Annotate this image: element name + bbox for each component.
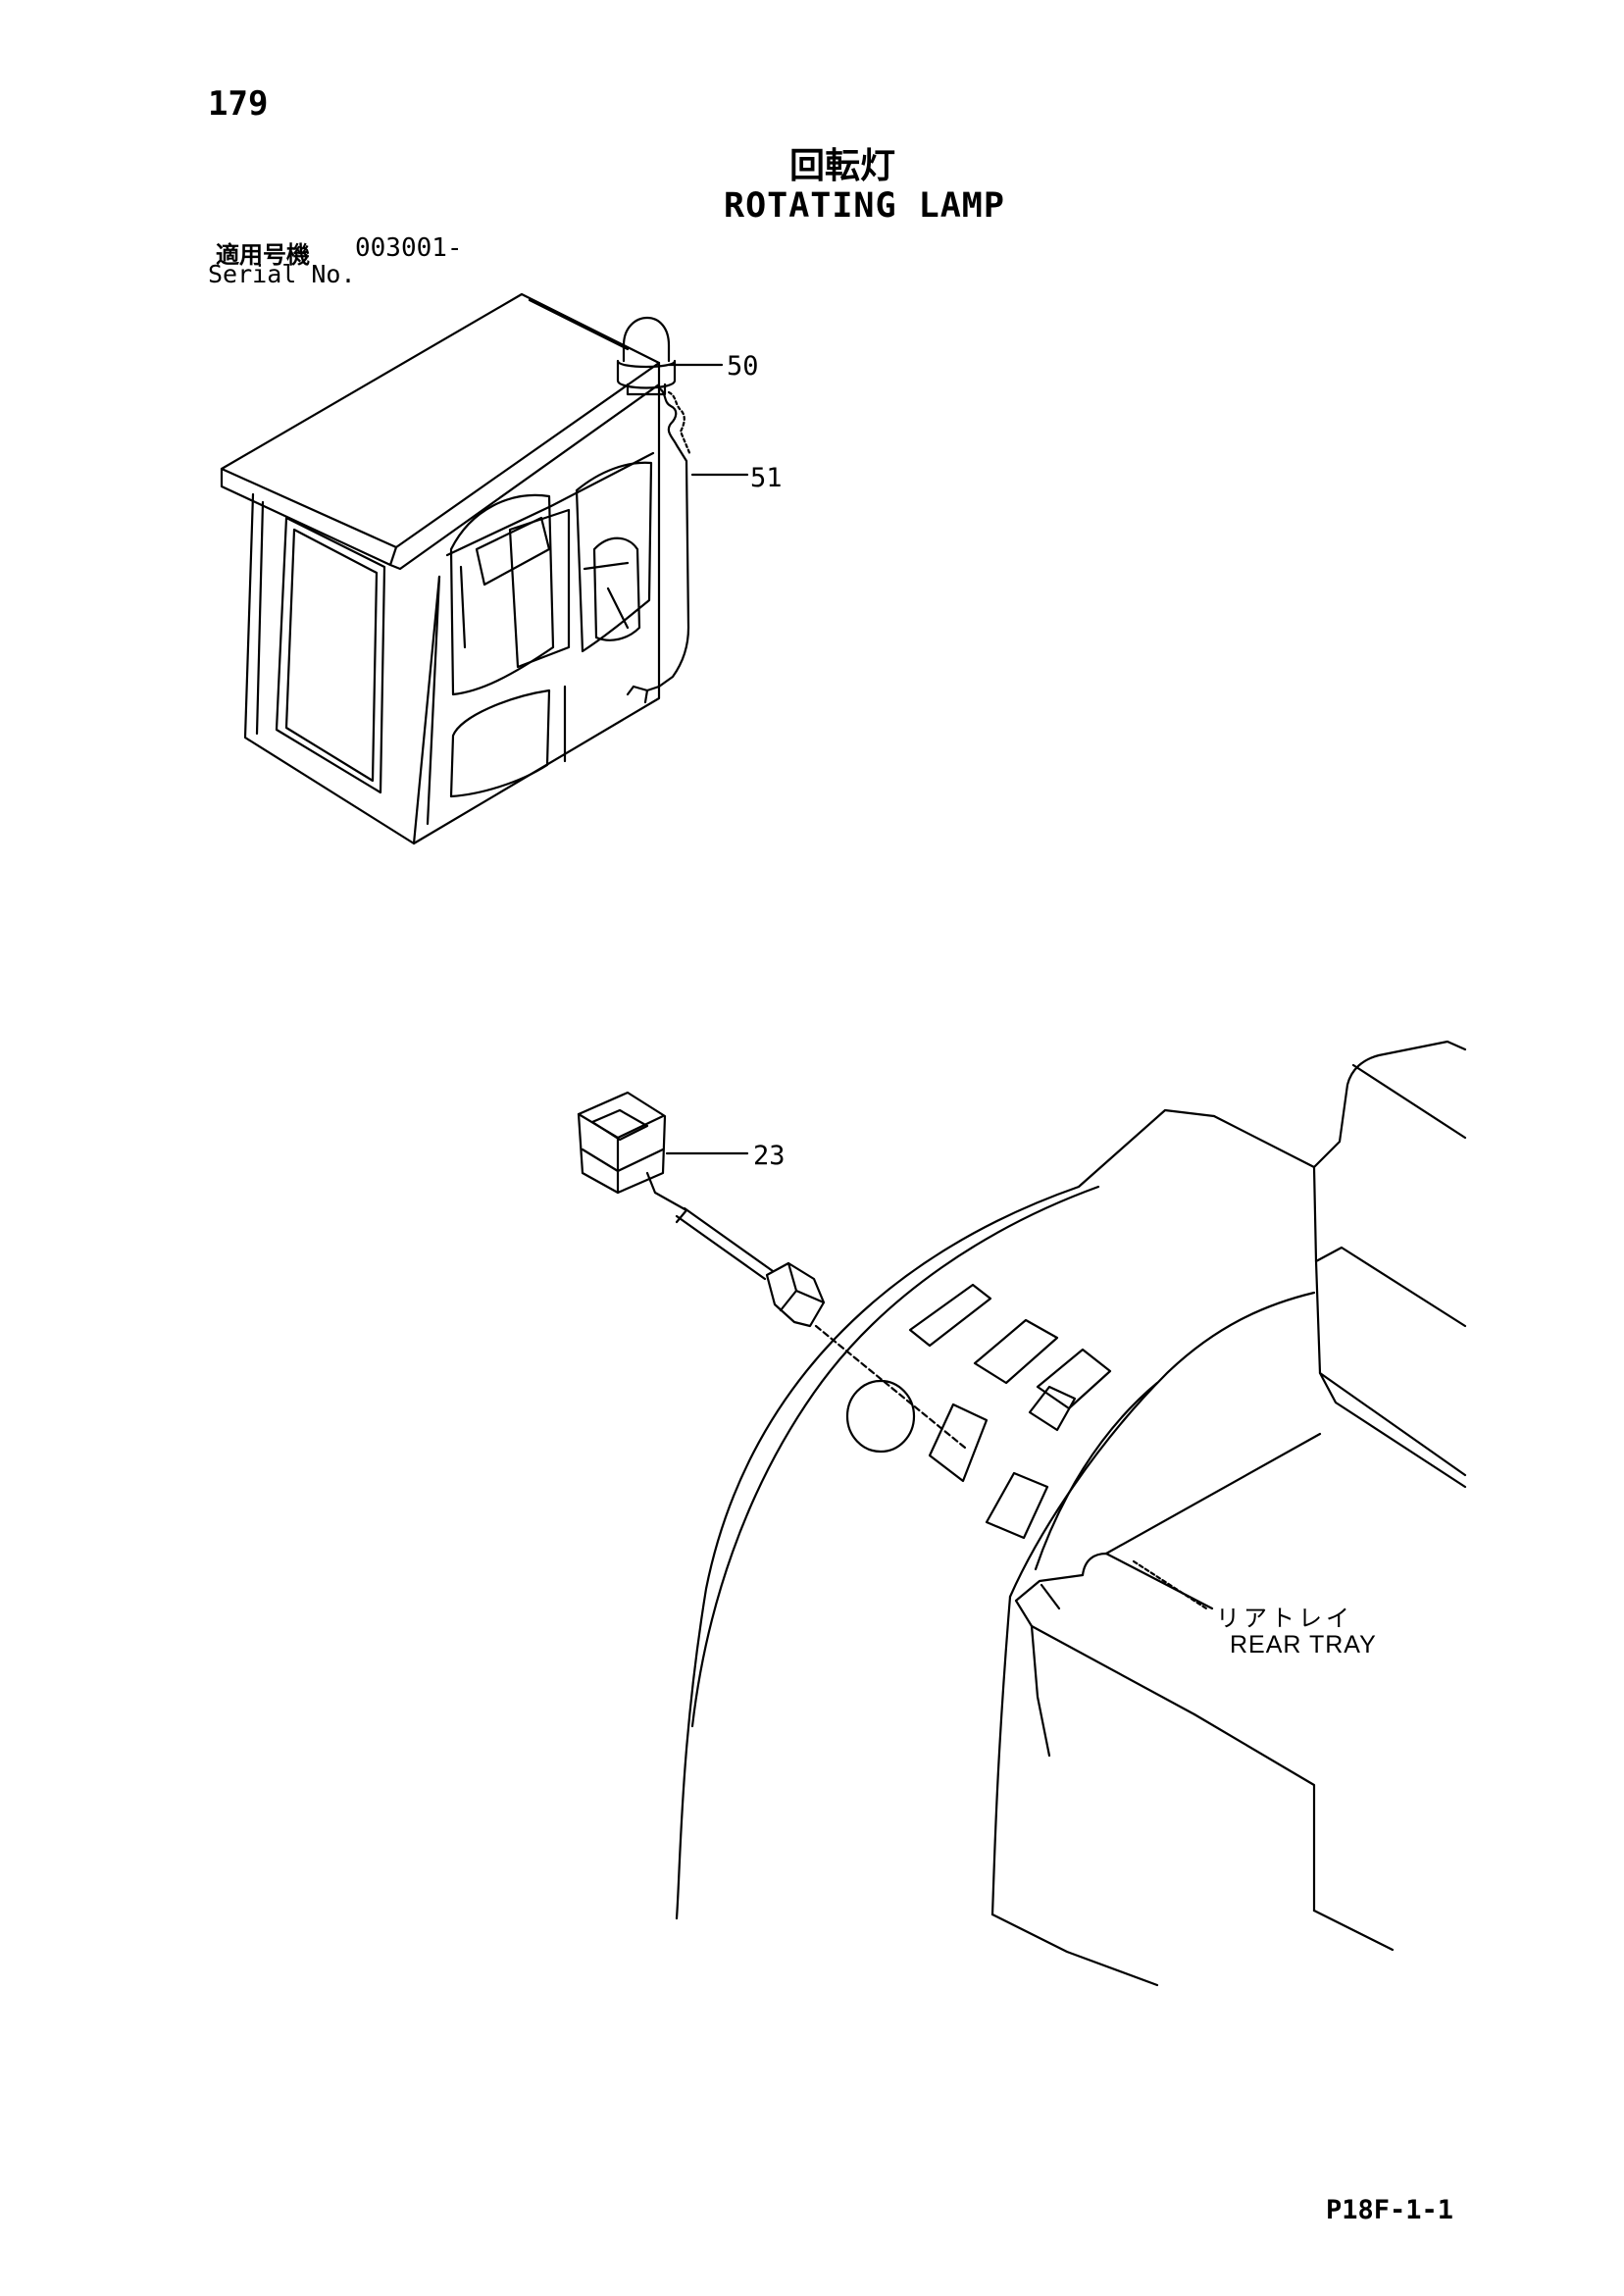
serial-label-english: Serial No. [208,260,356,288]
cab-roof [220,292,661,549]
rear-block [1212,1040,1467,1263]
cab-seat [475,516,551,587]
cab-side-window [275,516,386,794]
switch-illustration [577,1091,967,1450]
console-switch-slot-1 [908,1283,992,1348]
rear-tray-label-english: REAR TRAY [1230,1631,1377,1658]
cab-roof-edge [220,361,661,571]
drawing-code: P18F-1-1 [1326,2195,1454,2225]
title-english: ROTATING LAMP [724,186,1005,226]
callout-23-switch: 23 [753,1141,786,1171]
cab-front-window-left [449,493,555,696]
leader-rear-tray [1132,1559,1208,1610]
cab-door-frame [426,451,655,826]
cab-illustration [220,292,749,845]
serial-label-japanese: 適用号機 [216,241,310,269]
serial-value: 003001- [355,233,463,263]
rear-tray-illustration [675,1040,1467,1987]
console-switch-slot-6 [1028,1385,1077,1432]
cab-left-side [243,492,441,845]
console-round-indicator [845,1379,916,1454]
cab-front-body [412,383,661,845]
switch-connector [765,1261,826,1328]
console-switch-slot-2 [973,1318,1059,1385]
callout-50-rotating-lamp: 50 [727,351,759,382]
callout-51-harness: 51 [750,463,783,493]
cab-front-window-right [575,461,653,653]
switch-cable [675,1206,775,1281]
rear-tray-label-japanese: リアトレイ [1216,1605,1353,1632]
console-switch-slot-5 [985,1471,1049,1540]
rotating-lamp-switch [577,1091,667,1195]
console-switch-slot-4 [928,1403,989,1483]
rear-tray [1014,1552,1214,1716]
console-switch-slot-3 [1036,1348,1112,1410]
cab-lower-panel [449,689,551,798]
title-japanese: 回転灯 [789,146,896,186]
wire-harness [632,386,690,692]
console-panel [675,1108,1216,1920]
page-number: 179 [208,84,269,124]
rotating-lamp [622,316,671,363]
